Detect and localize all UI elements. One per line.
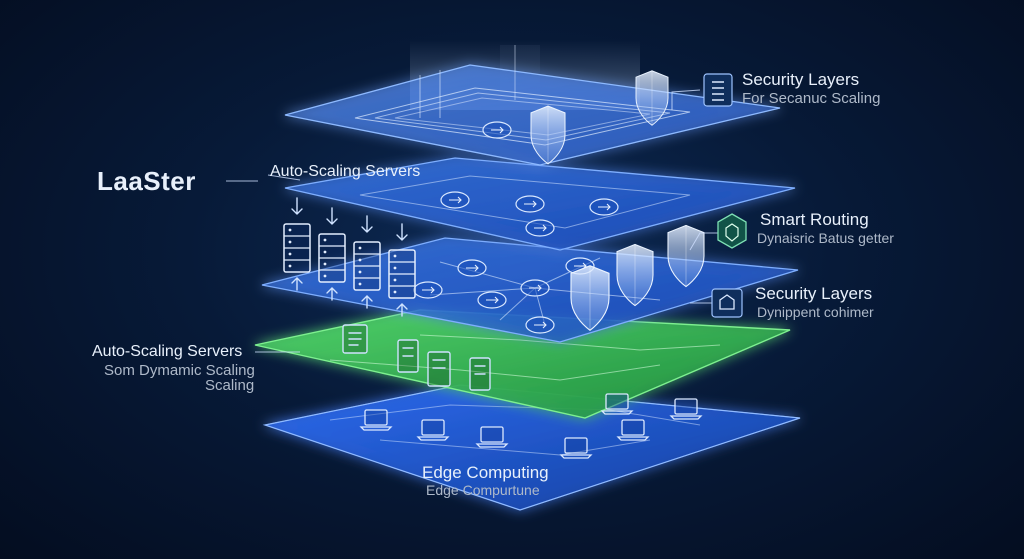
router-node-icon xyxy=(413,281,443,299)
callout-security-mid-subtitle: Dynippent cohimer xyxy=(757,304,874,320)
laptop-icon xyxy=(601,393,633,415)
router-node-icon xyxy=(520,279,550,297)
server-rack-icon xyxy=(318,233,346,283)
callout-edge-subtitle: Edge Compurtune xyxy=(426,482,540,498)
router-node-icon xyxy=(457,259,487,277)
callout-edge-title: Edge Computing xyxy=(422,463,549,482)
callout-security-top-subtitle: For Secanuc Scaling xyxy=(742,90,881,107)
security-top-icon xyxy=(703,73,733,107)
laptop-icon xyxy=(560,437,592,459)
callout-connectors xyxy=(226,89,718,353)
callout-smart-routing-title: Smart Routing xyxy=(760,210,869,229)
brand-label: LaaSter xyxy=(97,166,196,196)
edge-layer xyxy=(262,384,801,511)
server-rack-icon xyxy=(388,249,416,299)
router-node-icon xyxy=(525,219,555,237)
router-node-icon xyxy=(525,316,555,334)
arrow-down-icon xyxy=(291,197,408,241)
server-rack-icon xyxy=(353,241,381,291)
callout-security-mid-title: Security Layers xyxy=(755,284,873,303)
laptop-icon xyxy=(417,419,449,441)
monitor-icon xyxy=(427,351,451,387)
server-rack-icon xyxy=(283,223,311,273)
callout-autoscale-left-subtitle-2: Scaling xyxy=(205,377,255,394)
compute-monitors xyxy=(342,324,491,391)
laptop-icon xyxy=(617,419,649,441)
laptop-icon xyxy=(360,409,392,431)
router-node-icon xyxy=(482,121,512,139)
monitor-icon xyxy=(342,324,368,354)
callout-autoscale-left-title: Auto-Scaling Servers xyxy=(92,343,243,360)
router-node-icon xyxy=(477,291,507,309)
router-node-icon xyxy=(589,198,619,216)
laptop-icon xyxy=(670,398,702,420)
compute-layer-green xyxy=(254,309,791,419)
monitor-icon xyxy=(397,339,419,373)
router-node-icon xyxy=(515,195,545,213)
router-node-icon xyxy=(440,191,470,209)
monitor-icon xyxy=(469,357,491,391)
server-cluster xyxy=(283,197,416,317)
callout-autoscale-left-subtitle: Som Dymamic Scaling xyxy=(104,362,255,379)
smart-routing-icon xyxy=(717,213,747,249)
arrow-up-icon xyxy=(291,277,408,317)
laptop-icon xyxy=(476,426,508,448)
callout-security-top-title: Security Layers xyxy=(742,70,860,89)
callout-autoscale-top-title: Auto-Scaling Servers xyxy=(270,163,421,180)
security-mid-icon xyxy=(711,288,743,318)
callout-smart-routing-subtitle: Dynaisric Batus getter xyxy=(757,230,894,246)
